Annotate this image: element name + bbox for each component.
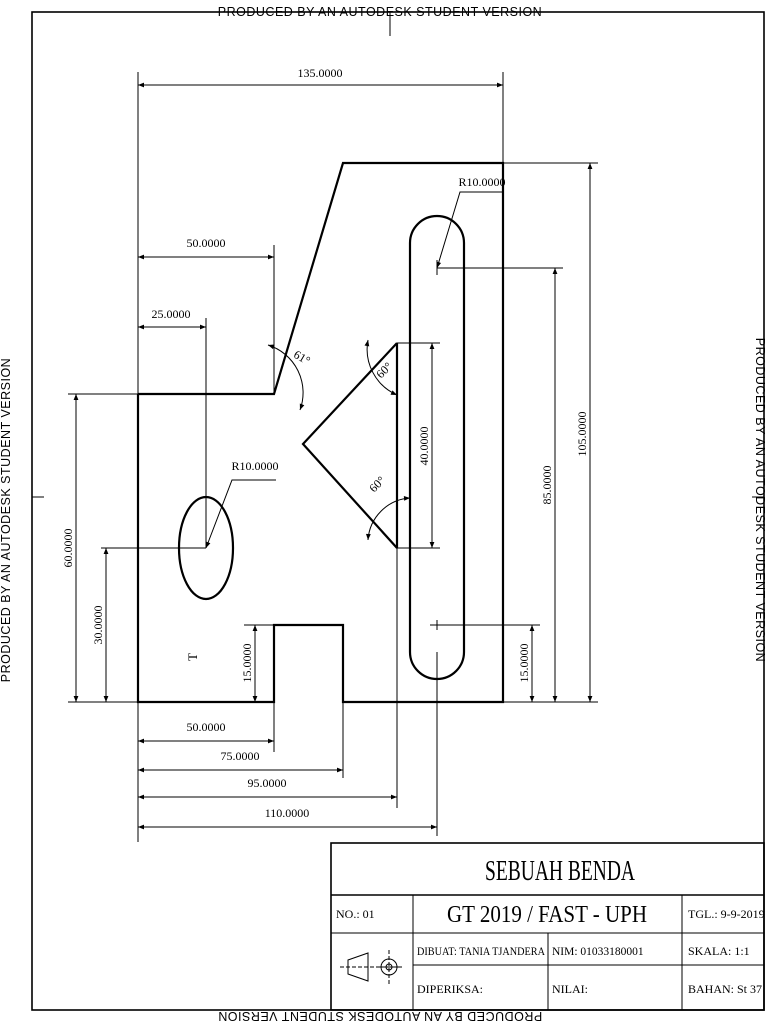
watermark-top: PRODUCED BY AN AUTODESK STUDENT VERSION [218,5,542,19]
projection-symbol-icon [340,950,402,984]
dim-110: 110.0000 [265,806,310,820]
dim-60: 60.0000 [61,529,75,568]
sheet-number: NO.: 01 [336,907,375,921]
dim-40: 40.0000 [417,427,431,466]
watermark-left: PRODUCED BY AN AUTODESK STUDENT VERSION [0,358,13,682]
dim-85: 85.0000 [540,466,554,505]
dimension-lines [73,82,593,830]
thickness-mark: T [185,653,200,661]
dim-75: 75.0000 [221,749,260,763]
scale-label: SKALA: 1:1 [688,944,750,958]
course-label: GT 2019 / FAST - UPH [447,902,647,928]
watermark-bottom: PRODUCED BY AN AUTODESK STUDENT VERSION [218,1009,542,1023]
dim-50-top: 50.0000 [187,236,226,250]
checked-by-label: DIPERIKSA: [417,982,483,996]
dim-angle-60-bottom: 60° [366,473,388,495]
dim-30: 30.0000 [91,606,105,645]
dim-25: 25.0000 [152,307,191,321]
slot [408,214,466,681]
material-label: BAHAN: St 37 [688,982,762,996]
dim-15-left: 15.0000 [240,644,254,683]
extension-lines [68,72,598,842]
drawn-by-label: DIBUAT: TANIA TJANDERA [417,946,546,958]
grade-label: NILAI: [552,982,588,996]
watermark-right: PRODUCED BY AN AUTODESK STUDENT VERSION [753,338,767,662]
dim-135: 135.0000 [298,66,343,80]
date-label: TGL.: 9-9-2019 [688,907,765,921]
dim-r10-slot: R10.0000 [458,175,505,189]
drawing-title: SEBUAH BENDA [485,856,636,887]
dim-105: 105.0000 [575,412,589,457]
dim-r10-hole: R10.0000 [231,459,278,473]
title-block [330,842,765,1011]
student-id-label: NIM: 01033180001 [552,946,644,958]
dim-95: 95.0000 [248,776,287,790]
dim-50-bottom: 50.0000 [187,720,226,734]
radius-leaders [205,191,503,549]
dim-15-right: 15.0000 [517,644,531,683]
angle-arcs [267,339,411,541]
